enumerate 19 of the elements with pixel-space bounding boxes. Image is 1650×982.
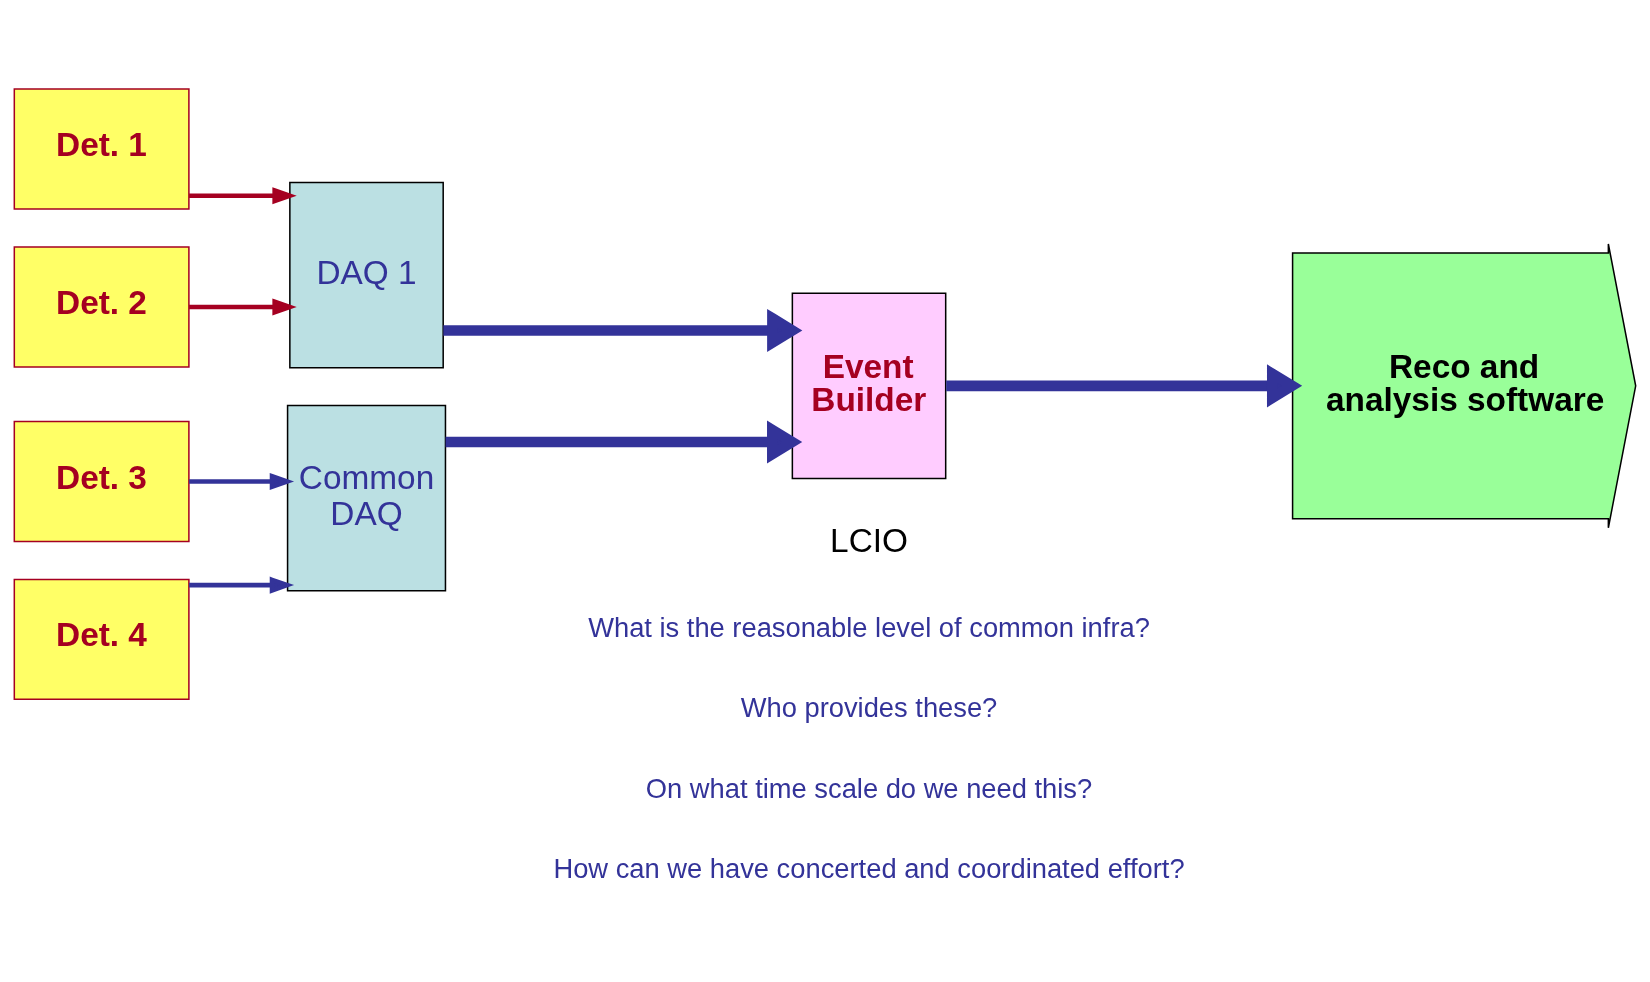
node-box: Det. 2 (13, 246, 190, 368)
label: What is the reasonable level of common infra? (588, 611, 1150, 643)
arrow (445, 420, 803, 464)
arrow (443, 308, 803, 353)
node-box: Det. 3 (13, 420, 190, 543)
node-box: Det. 1 (13, 88, 190, 210)
label: How can we have concerted and coordinated effort? (553, 853, 1185, 885)
arrow (189, 187, 297, 205)
arrow (189, 298, 297, 316)
label: On what time scale do we need this? (645, 772, 1093, 804)
label: LCIO (830, 522, 908, 560)
label: Who provides these? (740, 692, 998, 724)
node-box: Common DAQ (286, 404, 447, 592)
node-box: Event Builder (791, 292, 947, 480)
arrow (189, 576, 295, 594)
node-box: Det. 4 (13, 578, 190, 701)
arrow (189, 473, 295, 491)
arrow (946, 364, 1303, 408)
node-box: DAQ 1 (289, 181, 444, 369)
